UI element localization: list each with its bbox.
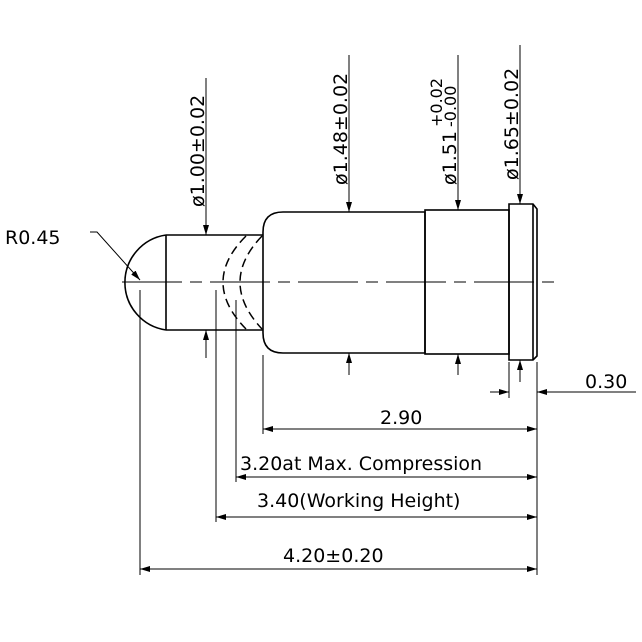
- radius-label: R0.45: [5, 227, 61, 249]
- extension-lines: [139, 290, 538, 575]
- radius-leader: [90, 231, 141, 281]
- dia-flange-label: ø1.65±0.02: [501, 68, 523, 180]
- max-compression-label: 3.20at Max. Compression: [240, 453, 482, 475]
- flange-thickness-label: 0.30: [585, 371, 627, 393]
- dia-mid-tol-plus: +0.02: [427, 78, 446, 127]
- barrel-length-label: 2.90: [380, 407, 422, 429]
- barrel: [262, 203, 538, 361]
- dia-mid-label: ø1.51 +0.02 -0.00: [427, 78, 461, 185]
- dia-mid-tol-minus: -0.00: [441, 86, 460, 127]
- total-length-label: 4.20±0.20: [283, 545, 384, 567]
- plunger: [124, 234, 263, 331]
- dia-tip-label: ø1.00±0.02: [187, 95, 209, 207]
- diameter-leaders: [203, 45, 523, 382]
- working-height-label: 3.40(Working Height): [257, 490, 460, 512]
- dia-mid-base: ø1.51: [439, 131, 461, 185]
- dia-barrel-label: ø1.48±0.02: [330, 73, 352, 185]
